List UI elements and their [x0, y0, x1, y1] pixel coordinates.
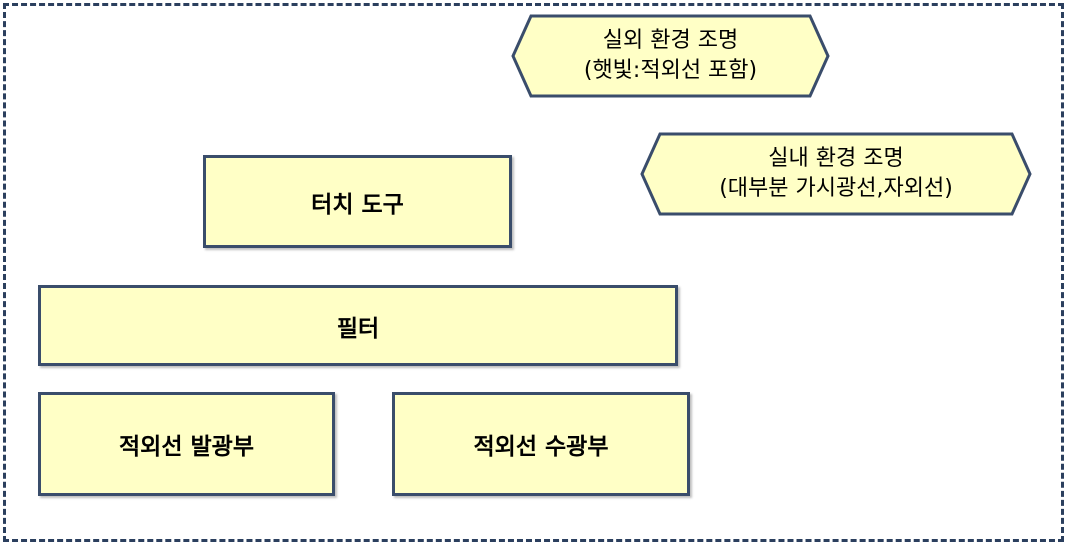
- outdoor-light-hexagon: 실외 환경 조명 (햇빛:적외선 포함): [511, 14, 830, 98]
- filter-label: 필터: [336, 315, 380, 342]
- ir-receiver-label: 적외선 수광부: [473, 434, 609, 460]
- indoor-light-label: 실내 환경 조명 (대부분 가시광선,자외선): [640, 132, 1032, 216]
- outdoor-light-label: 실외 환경 조명 (햇빛:적외선 포함): [511, 14, 830, 98]
- indoor-light-subtitle: (대부분 가시광선,자외선): [719, 176, 953, 201]
- indoor-light-title: 실내 환경 조명: [768, 146, 904, 171]
- ir-emitter-label: 적외선 발광부: [119, 434, 254, 460]
- touch-tool-label: 터치 도구: [311, 191, 404, 218]
- filter-box: 필터: [38, 285, 678, 366]
- indoor-light-hexagon: 실내 환경 조명 (대부분 가시광선,자외선): [640, 132, 1032, 216]
- outdoor-light-title: 실외 환경 조명: [602, 28, 739, 53]
- touch-tool-box: 터치 도구: [203, 155, 512, 248]
- ir-receiver-box: 적외선 수광부: [392, 392, 690, 496]
- outdoor-light-subtitle: (햇빛:적외선 포함): [583, 58, 758, 83]
- outdoor-light-shape: [511, 14, 830, 98]
- diagram-frame: [3, 3, 1064, 542]
- indoor-light-shape: [640, 132, 1032, 216]
- ir-emitter-box: 적외선 발광부: [38, 392, 335, 496]
